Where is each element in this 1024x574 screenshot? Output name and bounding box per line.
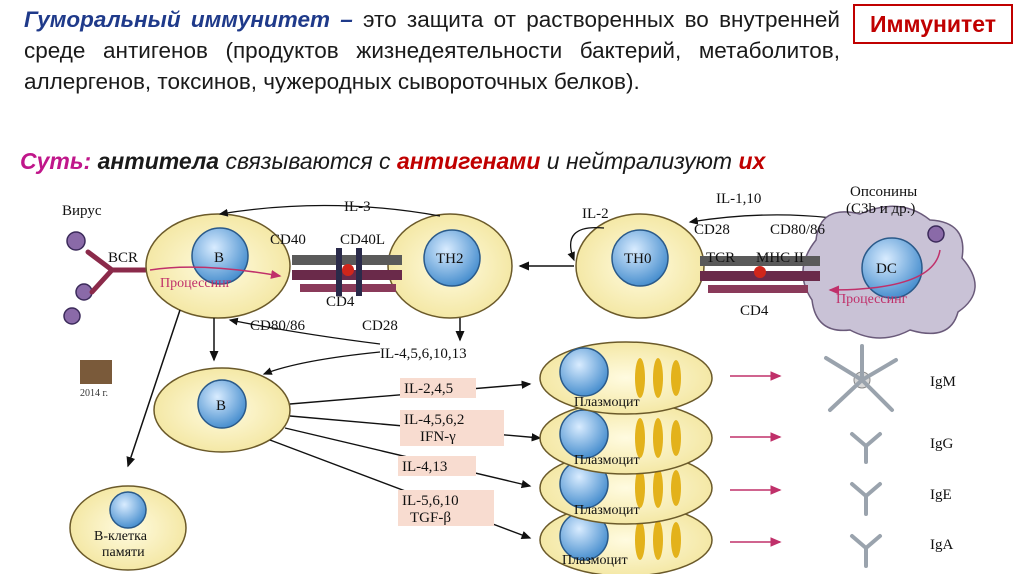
year-label: 2014 г. — [80, 388, 108, 399]
year-stamp: 2014 г. — [80, 360, 112, 399]
plasma-2-label: Плазмоцит — [574, 453, 640, 468]
cd4-right-label: CD4 — [740, 303, 769, 319]
cd28-left-label: CD28 — [362, 318, 398, 334]
cytokine-4a-label: IL-5,6,10 — [402, 493, 459, 509]
th0-label: TH0 — [624, 251, 652, 267]
th2-cell — [387, 213, 513, 319]
cytokine-2b-label: IFN-γ — [420, 429, 456, 445]
il3-label: IL-3 — [344, 199, 371, 215]
antibody-arrows — [730, 371, 782, 547]
th0-cell — [575, 213, 705, 319]
cytokine-box-2 — [400, 410, 504, 446]
cd40l-label: CD40L — [340, 232, 385, 248]
essence-neutralize: и нейтрализуют — [546, 148, 733, 174]
processing-b-label: Процессинг — [160, 276, 232, 291]
essence-line: Суть: антитела связываются с антигенами … — [20, 148, 1000, 175]
cytokine-arrows — [269, 380, 542, 539]
plasma-cell-2 — [539, 401, 713, 475]
igm-label: IgM — [930, 374, 956, 390]
definition-term: Гуморальный иммунитет – — [24, 7, 353, 32]
il2-label: IL-2 — [582, 206, 609, 222]
virus-label: Вирус — [62, 203, 102, 219]
dc-label: DC — [876, 261, 897, 277]
b-cell-label: B — [214, 250, 224, 266]
memory-label-2: памяти — [102, 545, 145, 560]
cytokine-1-label: IL-2,4,5 — [404, 381, 453, 397]
cd28-right-label: CD28 — [694, 222, 730, 238]
cytokine-box-4 — [398, 490, 494, 526]
ige-icon — [850, 482, 882, 516]
b-th2-receptor-complex — [292, 248, 402, 296]
memory-label-1: B-клетка — [94, 529, 148, 544]
mhc-label: MHC II — [756, 250, 804, 266]
plasma-cell-4 — [539, 503, 713, 574]
cytokine-box-3 — [398, 456, 476, 476]
plasma-cell-3 — [539, 451, 713, 525]
il4-13-label: IL-4,5,6,10,13 — [380, 346, 467, 362]
cd40-label: CD40 — [270, 232, 306, 248]
cytokine-4b-label: TGF-β — [410, 510, 451, 526]
b-cell-top — [145, 213, 291, 319]
cd8086-left-label: CD80/86 — [250, 318, 306, 334]
igg-label: IgG — [930, 436, 953, 452]
cd8086-right-label: CD80/86 — [770, 222, 826, 238]
bcr-label: BCR — [108, 250, 138, 266]
tcr-label: TCR — [706, 250, 735, 266]
definition-paragraph: Гуморальный иммунитет – это защита от ра… — [24, 4, 840, 97]
plasma-4-label: Плазмоцит — [562, 553, 628, 568]
plasma-cell-1 — [539, 341, 713, 415]
il110-label: IL-1,10 — [716, 191, 761, 207]
igm-icon — [824, 344, 898, 412]
opsonins-label-1: Опсонины — [850, 184, 917, 200]
cytokine-2a-label: IL-4,5,6,2 — [404, 412, 464, 428]
virus-icon — [63, 231, 93, 325]
iga-icon — [850, 534, 882, 568]
essence-them: их — [738, 148, 766, 174]
memory-b-cell — [69, 485, 187, 571]
bcr-receptor-icon — [85, 249, 153, 295]
th0-dc-receptor-complex — [700, 256, 820, 293]
essence-label: Суть: — [20, 148, 92, 174]
dendritic-cell — [802, 205, 976, 339]
definition-text: это защита от растворенных во внутренней… — [24, 7, 840, 94]
iga-label: IgA — [930, 537, 953, 553]
essence-antigens: антигенами — [396, 148, 541, 174]
topic-badge[interactable]: Иммунитет — [853, 4, 1013, 44]
b-cell-2-label: B — [216, 398, 226, 414]
ige-label: IgE — [930, 487, 952, 503]
essence-antibodies: антитела — [97, 148, 220, 174]
opsonins-label-2: (C3b и др.) — [846, 201, 915, 217]
th2-label: TH2 — [436, 251, 464, 267]
igg-icon — [850, 432, 882, 464]
cd4-left-label: CD4 — [326, 294, 355, 310]
cytokine-3-label: IL-4,13 — [402, 459, 447, 475]
cytokine-box-1 — [400, 378, 476, 398]
plasma-3-label: Плазмоцит — [574, 503, 640, 518]
processing-dc-label: Процессинг — [836, 292, 908, 307]
essence-bind: связываются с — [225, 148, 391, 174]
plasma-1-label: Плазмоцит — [574, 395, 640, 410]
b-cell-middle — [153, 367, 291, 453]
